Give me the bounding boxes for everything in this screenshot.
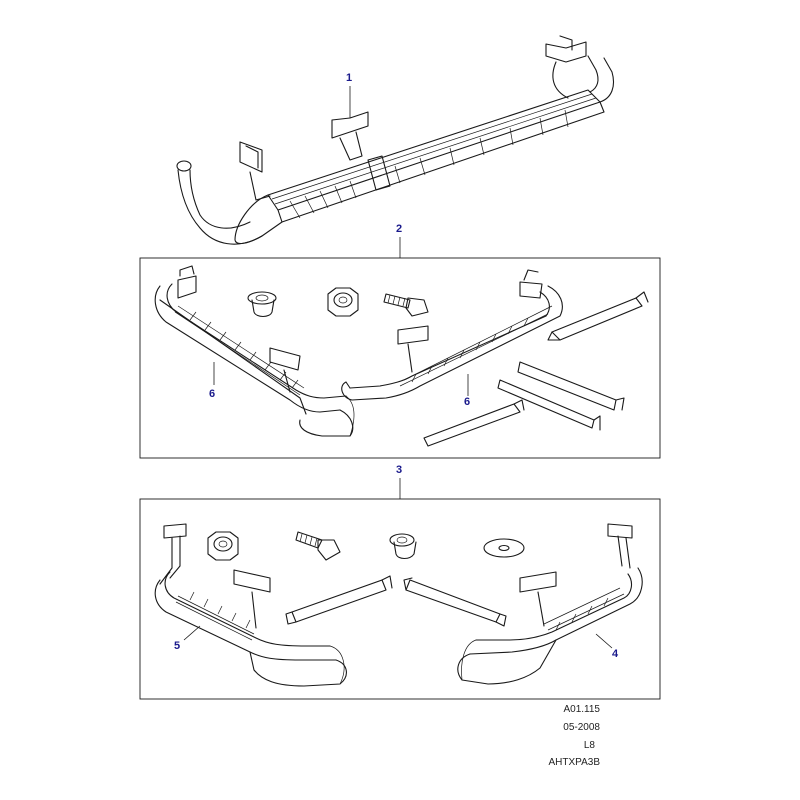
support-struts-box-2 xyxy=(423,291,649,447)
diagram-date: 05-2008 xyxy=(563,722,600,733)
callout-6-right: 6 xyxy=(464,396,471,408)
leader-line-5 xyxy=(183,625,201,641)
side-step-right-part-6 xyxy=(341,269,563,401)
side-step-right-part-4 xyxy=(457,523,643,685)
part-code: AHTXPA3B xyxy=(548,757,601,768)
model-code: L8 xyxy=(583,740,595,751)
side-step-left-part-5 xyxy=(154,523,347,687)
fasteners-box-3 xyxy=(207,531,525,561)
kit-box-2 xyxy=(139,257,661,459)
callout-1: 1 xyxy=(346,72,353,84)
callout-5: 5 xyxy=(174,640,181,652)
side-step-left-part-6 xyxy=(154,265,355,437)
kit-box-3 xyxy=(139,498,661,700)
support-struts-box-3 xyxy=(285,575,507,627)
callout-2: 2 xyxy=(396,223,403,235)
callout-4: 4 xyxy=(612,648,619,660)
callout-6-left: 6 xyxy=(209,388,216,400)
leader-line-4 xyxy=(595,633,613,649)
fasteners-box-2 xyxy=(247,287,429,318)
callout-3: 3 xyxy=(396,464,403,476)
diagram-reference: A01.115 xyxy=(563,704,600,715)
side-step-assembly-part-1 xyxy=(176,35,615,245)
